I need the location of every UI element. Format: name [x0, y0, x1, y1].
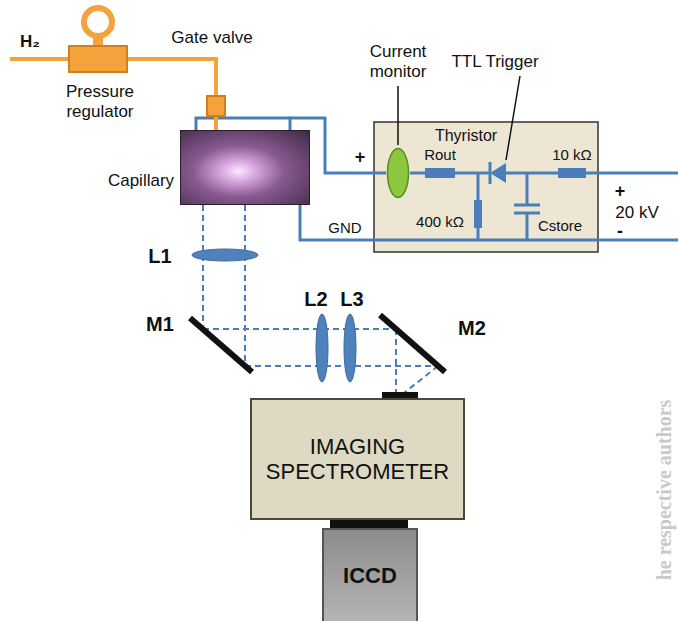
thyristor-symbol — [490, 163, 506, 183]
light-beam — [395, 329, 397, 393]
part-label: Gate valve — [171, 28, 252, 48]
capacitor-symbol — [514, 204, 540, 207]
component-label: Cstore — [538, 218, 582, 235]
box-text: IMAGING SPECTROMETER — [263, 434, 453, 485]
optic-label: M2 — [458, 317, 486, 339]
circuit-wire — [477, 228, 480, 240]
circuit-wire — [506, 172, 558, 175]
light-beam — [203, 328, 396, 330]
circuit-wire — [586, 172, 678, 175]
optic-label: L2 — [304, 288, 327, 310]
node-outline — [388, 149, 409, 198]
resistor-symbol — [558, 168, 586, 178]
light-beam — [244, 205, 246, 366]
optic-label: L3 — [340, 288, 363, 310]
optic-label: M1 — [146, 313, 174, 335]
resistor-symbol — [425, 168, 455, 178]
circuit-housing — [374, 122, 598, 252]
part-label: Capillary — [108, 171, 174, 191]
node-outline — [386, 147, 410, 199]
light-beam — [245, 365, 438, 367]
capillary-photo: Capillary — [180, 130, 310, 205]
capacitor-symbol — [514, 205, 540, 213]
lens-symbol — [192, 249, 258, 261]
circuit-wire — [477, 173, 480, 200]
part-label: Pressure regulator — [53, 82, 148, 121]
thyristor-symbol — [490, 162, 506, 184]
box-text: ICCD — [330, 563, 410, 588]
polarity-sign: + — [615, 182, 626, 202]
leader-line — [398, 76, 520, 160]
voltage-value: 20 kV — [615, 204, 658, 223]
lens-symbol — [192, 249, 356, 382]
light-beam — [203, 205, 438, 393]
optic-label: L1 — [148, 245, 171, 267]
slit-mount — [330, 520, 408, 528]
component-label: Thyristor — [435, 127, 497, 145]
mirror-symbol — [190, 315, 445, 372]
gas-line — [84, 8, 112, 36]
component-label: Rout — [424, 147, 456, 164]
mirror-symbol — [190, 318, 252, 372]
light-beam — [404, 366, 438, 393]
watermark: he respective authors — [653, 400, 675, 581]
circuit-wire — [526, 213, 529, 240]
component-value: 10 kΩ — [552, 147, 592, 164]
capacitor-symbol — [514, 212, 540, 215]
gas-pipe — [128, 59, 216, 95]
iccd-camera: ICCD — [322, 528, 418, 621]
part-label: Current monitor — [353, 42, 443, 81]
leader-line — [397, 86, 399, 145]
thyristor-symbol — [489, 162, 492, 184]
component-value: 400 kΩ — [416, 214, 464, 231]
circuit-housing — [374, 122, 598, 252]
gate-valve: Gate valve — [206, 95, 226, 117]
circuit-wire — [526, 173, 529, 205]
polarity-sign: + — [355, 148, 366, 168]
circuit-wire — [455, 172, 490, 175]
mirror-symbol — [380, 315, 445, 372]
circuit-wire — [196, 118, 290, 130]
current-monitor: Current monitor — [386, 147, 410, 199]
light-beam — [202, 205, 204, 329]
ground-label: GND — [328, 220, 361, 237]
gas-label: H₂ — [20, 33, 40, 52]
polarity-sign: - — [617, 222, 623, 242]
gas-pipe — [214, 117, 218, 130]
lens-symbol — [316, 314, 328, 382]
imaging-spectrometer: IMAGING SPECTROMETER — [250, 398, 465, 520]
resistor-symbol — [474, 200, 482, 228]
gas-line — [10, 57, 68, 61]
signal-name: TTL Trigger — [451, 53, 538, 72]
leader-line — [506, 76, 520, 160]
lens-symbol — [344, 314, 356, 382]
pressure-regulator: Pressure regulator — [68, 45, 128, 73]
circuit-wire — [410, 172, 425, 175]
